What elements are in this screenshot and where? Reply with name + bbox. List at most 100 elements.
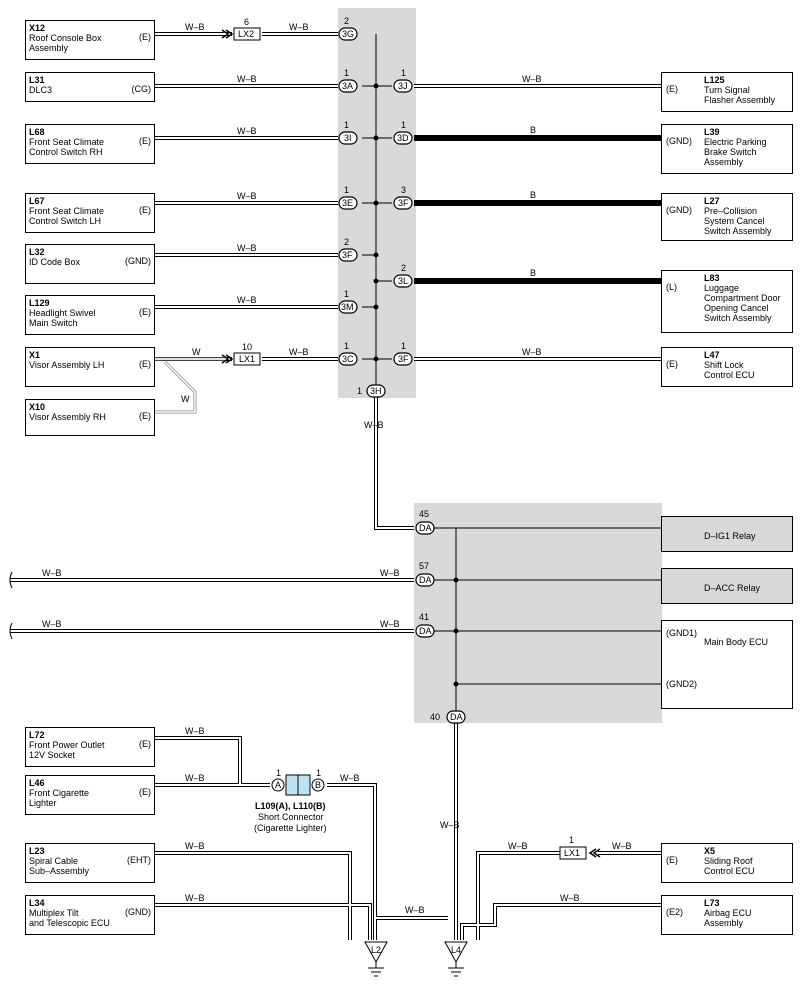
pin-number: 1 <box>276 768 282 778</box>
connector-3f: 3F <box>398 198 409 208</box>
connector-3f: 3F <box>342 250 353 260</box>
wire-label: W–B <box>237 126 257 136</box>
pin-number: 45 <box>419 509 430 519</box>
component-code: L68 <box>29 127 45 137</box>
connector-lx2: LX2 <box>238 29 255 39</box>
component-code: L67 <box>29 196 45 206</box>
component-pin: (GND) <box>666 136 692 146</box>
wire-label: W–B <box>185 22 205 32</box>
ecu-name: Main Body ECU <box>704 637 769 647</box>
component-l23: L23 Spiral Cable Sub–Assembly (EHT) <box>25 843 155 883</box>
component-name: Visor Assembly RH <box>29 412 106 422</box>
component-l39: L39 Electric Parking Brake Switch Assemb… <box>661 124 793 174</box>
component-l27: L27 Pre–Collision System Cancel Switch A… <box>661 193 793 241</box>
pin-number: 1 <box>401 120 407 130</box>
pin-number: 1 <box>316 768 322 778</box>
component-name: Spiral Cable Sub–Assembly <box>29 856 90 876</box>
pin-number: 2 <box>344 237 350 247</box>
component-code: L23 <box>29 846 45 856</box>
connector-da: DA <box>419 575 432 585</box>
wire-label: W–B <box>237 243 257 253</box>
component-pin: (E) <box>666 855 678 865</box>
junction-a: A <box>275 780 282 790</box>
wire-label: W <box>192 347 201 357</box>
component-pin: (E) <box>139 136 151 146</box>
component-pin: (GND) <box>666 205 692 215</box>
pin-number: 40 <box>430 712 441 722</box>
component-pin: (EHT) <box>127 855 151 865</box>
component-l73: L73 Airbag ECU Assembly (E2) <box>661 895 793 935</box>
component-code: L83 <box>704 273 720 283</box>
relay-label: D–IG1 Relay <box>704 531 756 541</box>
component-name: Roof Console Box Assembly <box>29 33 102 53</box>
wire-label: W–B <box>237 295 257 305</box>
pin-number: 1 <box>401 341 407 351</box>
ecu-pin-gnd2: (GND2) <box>666 679 697 689</box>
pin-number: 2 <box>344 16 350 26</box>
component-l47: L47 Shift Lock Control ECU (E) <box>661 347 793 387</box>
component-pin: (E) <box>139 205 151 215</box>
connector-3c: 3C <box>342 354 354 364</box>
wire-label: W–B <box>508 841 528 851</box>
wire-label: B <box>530 125 537 135</box>
connector-da: DA <box>419 626 432 636</box>
wire-label: W–B <box>522 347 542 357</box>
connector-3h: 3H <box>370 386 382 396</box>
relay-label: D–ACC Relay <box>704 583 761 593</box>
wire-label: W–B <box>185 893 205 903</box>
component-pin: (E) <box>666 359 678 369</box>
wire-label: W–B <box>185 773 205 783</box>
wire-label: W–B <box>612 841 632 851</box>
component-l125: L125 Turn Signal Flasher Assembly (E) <box>661 72 793 112</box>
component-name: Shift Lock Control ECU <box>704 360 755 380</box>
connector-3f: 3F <box>398 354 409 364</box>
wire-label: B <box>530 268 537 278</box>
component-code: L129 <box>29 298 50 308</box>
junction-b: B <box>315 780 322 790</box>
wire-label: W–B <box>289 22 309 32</box>
component-l68: L68 Front Seat Climate Control Switch RH… <box>25 124 155 164</box>
component-pin: (E) <box>139 787 151 797</box>
connector-lx1: LX1 <box>239 354 256 364</box>
component-name: ID Code Box <box>29 257 81 267</box>
connector-da: DA <box>419 523 432 533</box>
component-code: L46 <box>29 778 45 788</box>
component-code: L32 <box>29 247 45 257</box>
connector-3e: 3E <box>342 198 354 208</box>
component-code: L34 <box>29 898 45 908</box>
component-code: L72 <box>29 730 45 740</box>
component-x12: X12 Roof Console Box Assembly (E) <box>25 20 155 60</box>
component-name: Turn Signal Flasher Assembly <box>704 85 776 105</box>
wire-label: W–B <box>42 568 62 578</box>
connector-3l: 3L <box>398 276 409 286</box>
connector-lx1: LX1 <box>564 848 581 858</box>
pin-number: 41 <box>419 612 430 622</box>
short-connector-line1: Short Connector <box>258 812 324 822</box>
main-body-ecu: (GND1) Main Body ECU (GND2) <box>661 620 793 709</box>
component-l32: L32 ID Code Box (GND) <box>25 244 155 284</box>
component-pin: (E) <box>139 411 151 421</box>
component-name: Front Seat Climate Control Switch RH <box>29 137 105 157</box>
component-pin: (E) <box>139 739 151 749</box>
component-name: Sliding Roof Control ECU <box>704 856 755 876</box>
relay-d-acc: D–ACC Relay <box>661 568 793 604</box>
component-x5: X5 Sliding Roof Control ECU (E) <box>661 843 793 883</box>
ecu-pin-gnd1: (GND1) <box>666 628 697 638</box>
wire-label: W <box>181 394 190 404</box>
component-l83: L83 Luggage Compartment Door Opening Can… <box>661 270 793 333</box>
component-code: L125 <box>704 75 725 85</box>
pin-number: 57 <box>419 561 430 571</box>
pin-number: 1 <box>357 386 363 396</box>
component-code: L73 <box>704 898 720 908</box>
component-code: L27 <box>704 196 720 206</box>
component-l129: L129 Headlight Swivel Main Switch (E) <box>25 295 155 335</box>
wire-label: W–B <box>560 893 580 903</box>
component-pin: (E2) <box>666 907 684 917</box>
short-connector-title: L109(A), L110(B) <box>255 801 326 811</box>
component-name: Visor Assembly LH <box>29 360 105 370</box>
connector-3a: 3A <box>342 81 354 91</box>
component-name: Electric Parking Brake Switch Assembly <box>704 137 767 167</box>
component-code: L31 <box>29 75 45 85</box>
component-code: X1 <box>29 350 41 360</box>
